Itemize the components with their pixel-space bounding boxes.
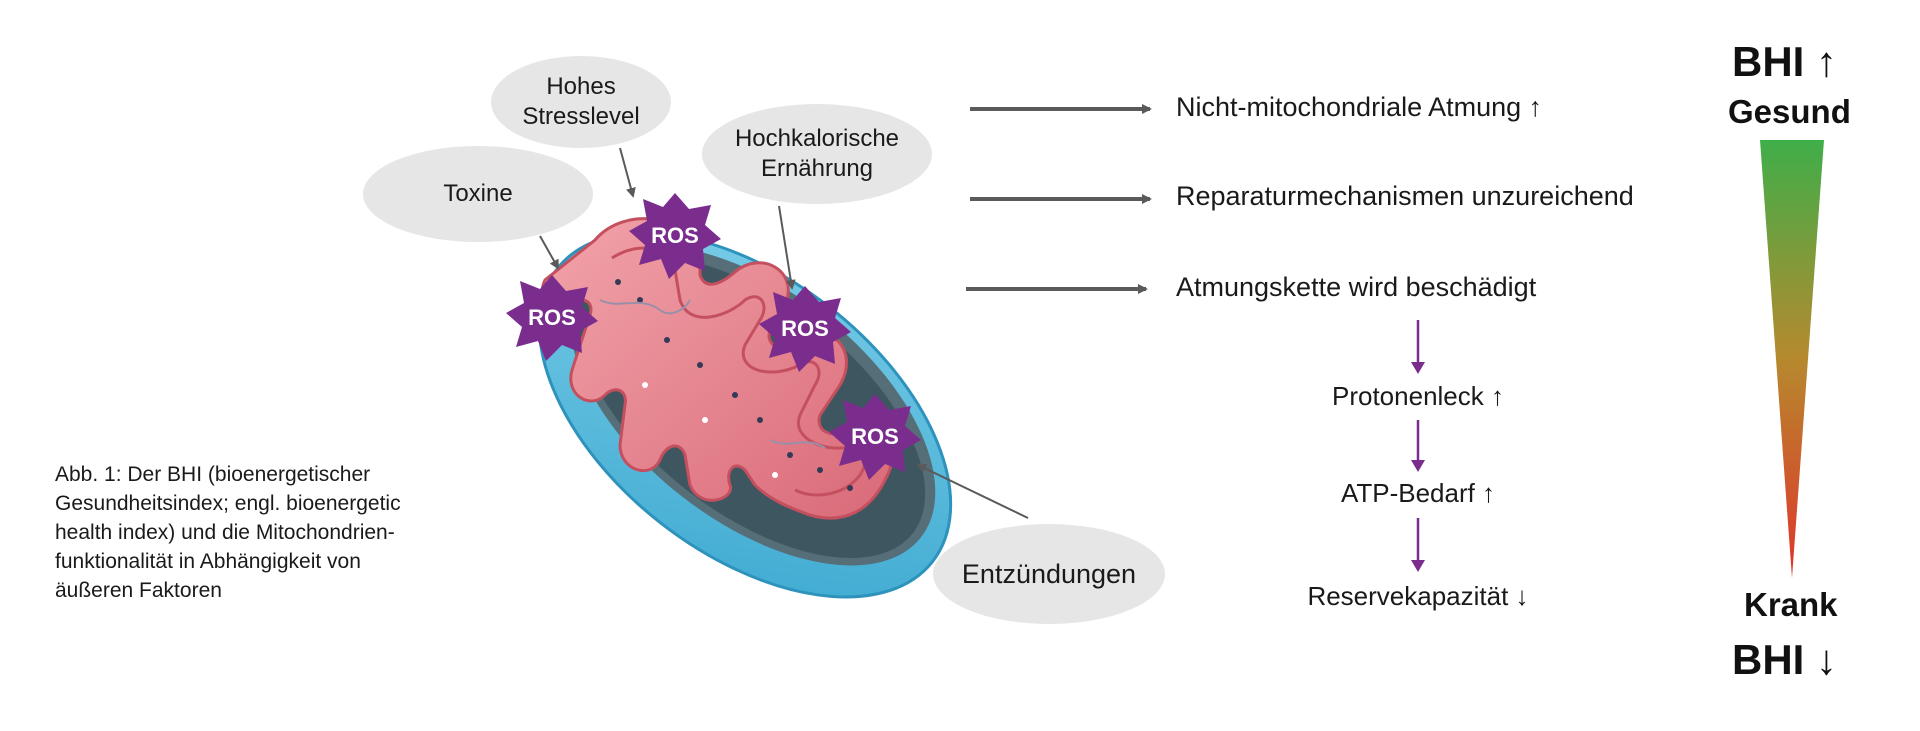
ros-label-top: ROS [651, 223, 699, 248]
toxins-arrow [539, 235, 559, 270]
effect-repair: Reparaturmechanismen unzureichend [1176, 181, 1634, 211]
calories-arrow [778, 205, 796, 290]
ros-star-top: ROS [629, 193, 721, 279]
calories-bubble: Hochkalorische Ernährung [702, 104, 932, 204]
bhi-top-label: BHI ↑ [1732, 38, 1837, 85]
consequence-atp-demand: ATP-Bedarf ↑ [1340, 478, 1496, 508]
effect-chain: Atmungskette wird beschädigt [1176, 272, 1537, 302]
ros-label-left: ROS [528, 305, 576, 330]
ros-label-bottom: ROS [851, 424, 899, 449]
inflammation-label: Entzündungen [961, 559, 1137, 589]
stress-label-line1: Hohes [546, 73, 616, 100]
caption-line: Gesundheitsindex; engl. bioenergetic [55, 492, 401, 515]
caption-line: Abb. 1: Der BHI (bioenergetischer [55, 463, 371, 486]
consequence-proton-leak: Protonenleck ↑ [1332, 381, 1504, 411]
inner-membrane-cristae [540, 217, 894, 520]
caption-line: funktionalität in Abhängigkeit von [55, 550, 361, 573]
calories-label-line1: Hochkalorische [734, 125, 900, 152]
inflammation-bubble: Entzündungen [933, 524, 1165, 624]
purple-arrows [1411, 320, 1425, 572]
consequence-reserve: Reservekapazität ↓ [1307, 581, 1529, 611]
ros-star-right: ROS [759, 286, 851, 372]
ros-star-bottom: ROS [829, 394, 921, 480]
toxins-label: Toxine [443, 180, 513, 207]
bhi-gradient-wedge [1760, 140, 1824, 578]
stress-bubble: Hohes Stresslevel [491, 56, 671, 148]
effect-non-mito: Nicht-mitochondriale Atmung ↑ [1176, 92, 1543, 122]
stress-label-line2: Stresslevel [522, 103, 640, 130]
caption-line: health index) und die Mitochondrien- [55, 521, 395, 544]
stress-arrow [619, 147, 636, 198]
caption-line: äußeren Faktoren [55, 579, 222, 602]
figure-caption: Abb. 1: Der BHI (bioenergetischer Gesund… [55, 460, 495, 605]
healthy-label: Gesund [1728, 93, 1851, 130]
ros-label-right: ROS [781, 316, 829, 341]
toxins-bubble: Toxine [363, 146, 593, 242]
ros-star-left: ROS [506, 275, 598, 361]
calories-label-line2: Ernährung [760, 155, 874, 182]
inflammation-arrow [916, 463, 1029, 519]
bhi-bottom-label: BHI ↓ [1732, 636, 1837, 683]
sick-label: Krank [1744, 586, 1838, 623]
